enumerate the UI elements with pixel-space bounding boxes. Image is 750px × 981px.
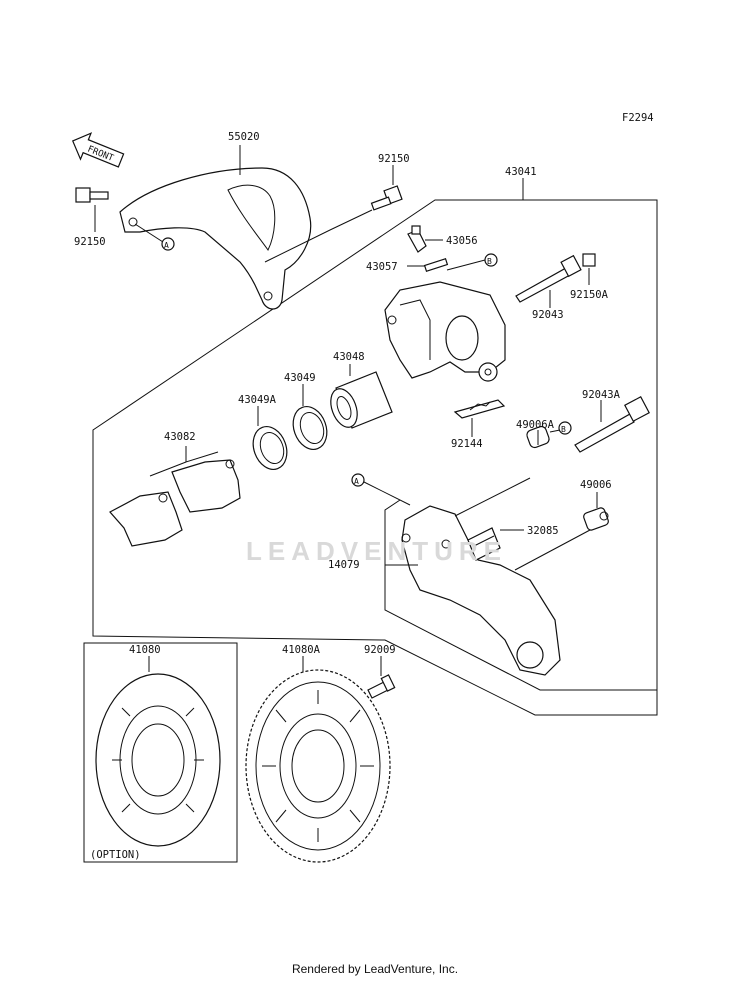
part-43049: 43049: [284, 372, 316, 384]
callout-b-circle-top: [484, 253, 498, 267]
spring-32085: [467, 527, 501, 561]
assembly-outline: [92, 199, 658, 716]
plug-92150A: [582, 253, 596, 267]
part-49006A: 49006A: [516, 419, 555, 431]
brake-disc-41080: [95, 673, 221, 847]
boot-49006: [583, 507, 609, 531]
front-arrow-icon: FRONT: [71, 132, 125, 168]
part-43057: 43057: [366, 261, 398, 273]
part-92150A: 92150A: [570, 289, 609, 301]
part-43056: 43056: [446, 235, 478, 247]
piston-43048: [330, 371, 393, 429]
cap-43057: [423, 257, 449, 273]
bolt-92150-left: [75, 187, 109, 203]
part-49006: 49006: [580, 479, 612, 491]
option-label: (OPTION): [90, 849, 141, 861]
bolt-92009: [367, 674, 396, 699]
pin-92043: [515, 254, 582, 303]
callout-a-mid: A: [354, 477, 359, 486]
clip-92144: [453, 399, 506, 419]
caliper-guard: [119, 167, 312, 310]
brake-disc-41080A: [245, 669, 391, 863]
part-43049A: 43049A: [238, 394, 277, 406]
caliper-body: [384, 281, 506, 382]
part-55020: 55020: [228, 131, 260, 143]
part-92043A: 92043A: [582, 389, 621, 401]
option-box: [83, 642, 238, 863]
footer-credit: Rendered by LeadVenture, Inc.: [291, 962, 459, 976]
part-43041: 43041: [505, 166, 537, 178]
callout-b-mid: B: [561, 425, 566, 434]
callout-b-top: B: [487, 257, 492, 266]
callout-b-circle-mid: [558, 421, 572, 435]
bleeder-43056: [407, 225, 427, 253]
part-32085: 32085: [527, 525, 559, 537]
callout-a: A: [164, 241, 169, 250]
part-43048: 43048: [333, 351, 365, 363]
part-92150-top: 92150: [378, 153, 410, 165]
callout-a-circle: [161, 237, 175, 251]
part-14079: 14079: [328, 559, 360, 571]
part-43082: 43082: [164, 431, 196, 443]
bolt-92150-top: [370, 185, 403, 211]
watermark: LEADVENTURE: [246, 536, 508, 566]
seal-43049: [292, 406, 328, 450]
part-92150-left: 92150: [74, 236, 106, 248]
callout-a-circle-mid: [351, 473, 365, 487]
part-92043: 92043: [532, 309, 564, 321]
part-92009: 92009: [364, 644, 396, 656]
part-41080: 41080: [129, 644, 161, 656]
figure-code: F2294: [622, 112, 654, 124]
part-92144: 92144: [451, 438, 483, 450]
seal-43049A: [252, 426, 288, 470]
brake-pads-43082: [109, 459, 241, 547]
pin-92043A: [574, 396, 650, 453]
part-41080A: 41080A: [282, 644, 321, 656]
